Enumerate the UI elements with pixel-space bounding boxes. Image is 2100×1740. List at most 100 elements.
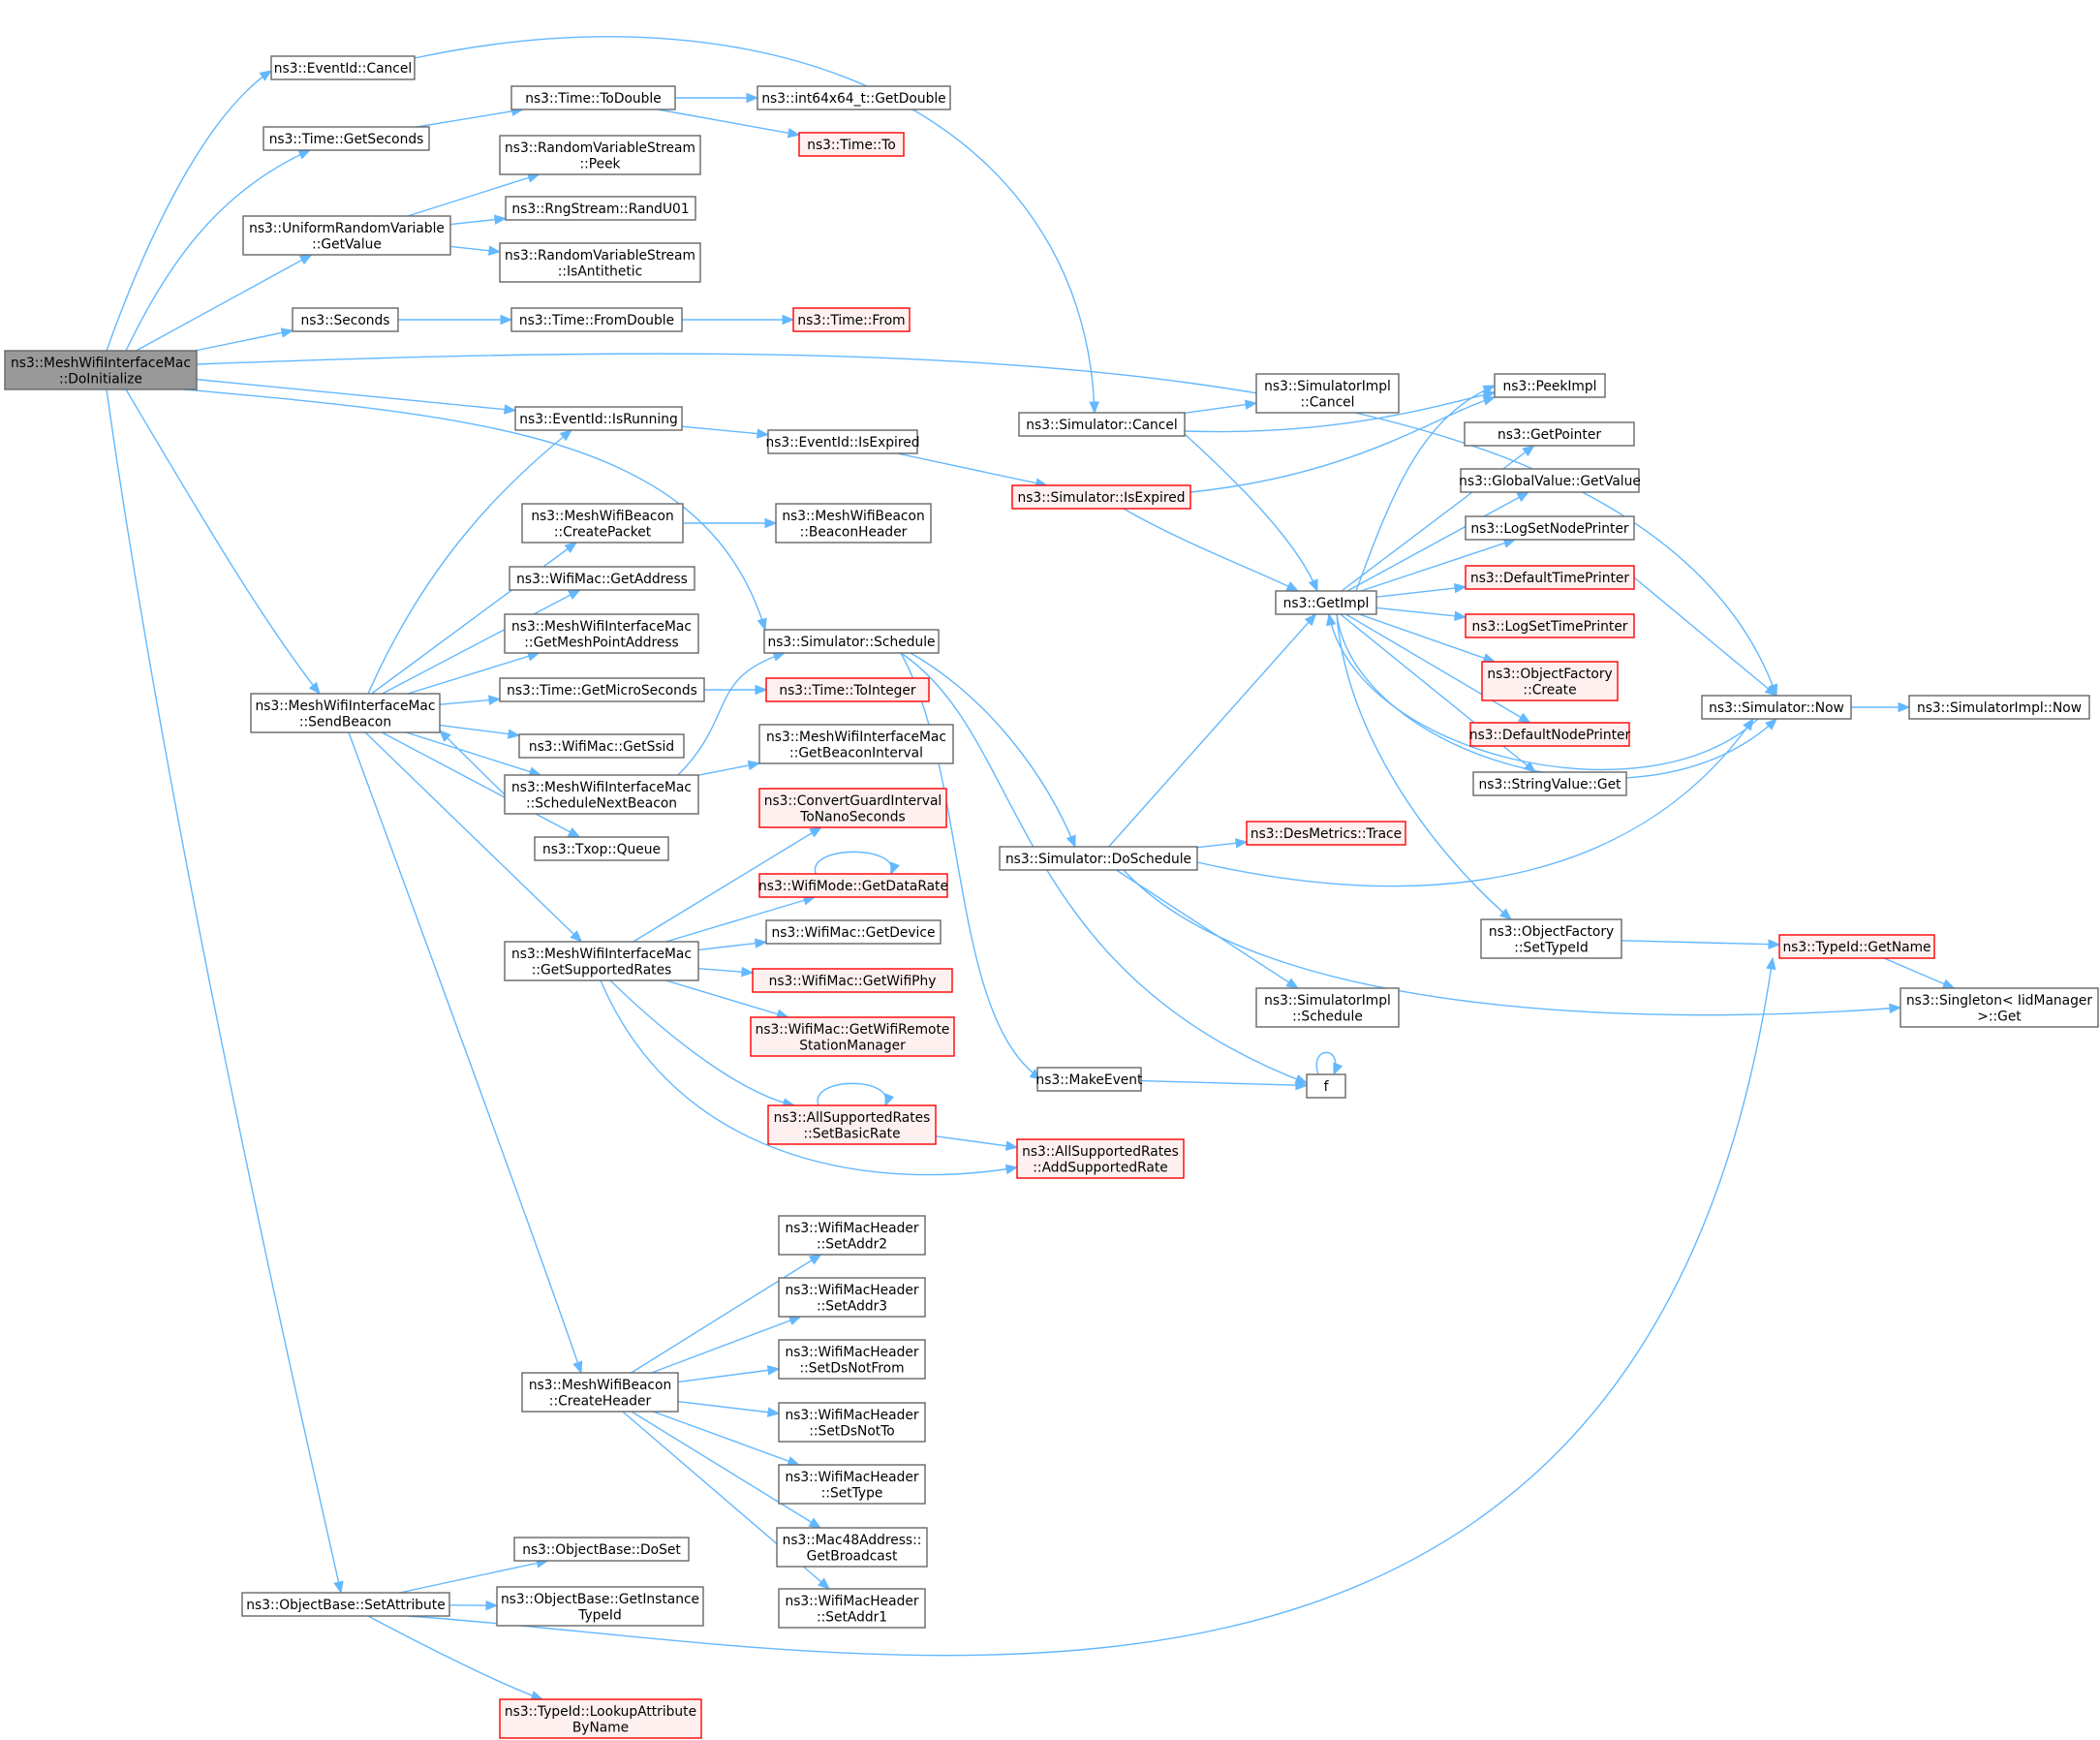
node-gvgetvalue[interactable]: ns3::GlobalValue::GetValue [1459, 468, 1641, 493]
edge-schedulenextbeacon-to-sendbeacon-arrowhead [439, 730, 451, 742]
node-ofcreate[interactable]: ns3::ObjectFactory::Create [1481, 661, 1619, 701]
edge-getimpl-to-peekimpl-arrowhead [1482, 385, 1497, 395]
node-getmicroseconds[interactable]: ns3::Time::GetMicroSeconds [499, 677, 705, 702]
node-simschedule[interactable]: ns3::Simulator::Schedule [763, 629, 940, 654]
node-f-box [1306, 1073, 1346, 1099]
node-settype[interactable]: ns3::WifiMacHeader::SetType [778, 1464, 926, 1505]
edge-todouble-to-timeto-line [658, 109, 800, 136]
node-makeevent[interactable]: ns3::MakeEvent [1036, 1067, 1143, 1092]
node-simimplnow[interactable]: ns3::SimulatorImpl::Now [1908, 695, 2090, 720]
node-createpacket-label-0: ns3::MeshWifiBeacon [531, 509, 673, 524]
edge-f-to-f-line [1315, 1051, 1337, 1075]
edge-getsupportedrates-to-getwifiphy [697, 966, 755, 978]
node-peek[interactable]: ns3::RandomVariableStream::Peek [499, 135, 701, 175]
edge-simschedule-to-simdoschedule-line [910, 652, 1076, 848]
node-addsupportedrate[interactable]: ns3::AllSupportedRates::AddSupportedRate [1016, 1138, 1185, 1179]
node-simnow[interactable]: ns3::Simulator::Now [1701, 695, 1852, 720]
edge-createheader-to-setdsnotto [677, 1400, 781, 1417]
node-setaddr2[interactable]: ns3::WifiMacHeader::SetAddr2 [778, 1215, 926, 1256]
node-getbroadcast[interactable]: ns3::Mac48Address::GetBroadcast [776, 1527, 928, 1568]
node-deftimeprinter[interactable]: ns3::DefaultTimePrinter [1465, 565, 1635, 590]
node-todouble[interactable]: ns3::Time::ToDouble [510, 85, 676, 110]
node-getimpl[interactable]: ns3::GetImpl [1275, 590, 1377, 615]
node-peekimpl[interactable]: ns3::PeekImpl [1494, 373, 1606, 398]
node-simnow-label-0: ns3::Simulator::Now [1709, 700, 1844, 716]
node-getwifirsm[interactable]: ns3::WifiMac::GetWifiRemoteStationManage… [750, 1016, 955, 1057]
node-getaddress[interactable]: ns3::WifiMac::GetAddress [509, 566, 695, 591]
node-singletonget[interactable]: ns3::Singleton< IidManager>::Get [1899, 987, 2099, 1028]
edge-getimpl-to-ofsettypeid-arrowhead [1498, 908, 1512, 920]
node-setdsnotto[interactable]: ns3::WifiMacHeader::SetDsNotTo [778, 1402, 926, 1443]
node-getmicroseconds-box [499, 677, 705, 702]
node-logsettimeprinter[interactable]: ns3::LogSetTimePrinter [1465, 613, 1635, 638]
node-createheader[interactable]: ns3::MeshWifiBeacon::CreateHeader [521, 1372, 679, 1413]
node-f[interactable]: f [1306, 1073, 1346, 1099]
node-setdsnotfrom[interactable]: ns3::WifiMacHeader::SetDsNotFrom [778, 1339, 926, 1380]
edge-getimpl-to-ofsettypeid-line [1336, 613, 1512, 920]
node-beaconheader[interactable]: ns3::MeshWifiBeacon::BeaconHeader [775, 503, 932, 544]
node-simcancel[interactable]: ns3::Simulator::Cancel [1018, 412, 1186, 437]
node-getbeaconinterval[interactable]: ns3::MeshWifiInterfaceMac::GetBeaconInte… [758, 724, 954, 764]
node-tointeger[interactable]: ns3::Time::ToInteger [765, 677, 930, 702]
node-setbasicrate[interactable]: ns3::AllSupportedRates::SetBasicRate [767, 1104, 937, 1145]
node-svget[interactable]: ns3::StringValue::Get [1472, 771, 1627, 796]
node-settype-label-0: ns3::WifiMacHeader [785, 1470, 918, 1485]
node-typeidgetname[interactable]: ns3::TypeId::GetName [1778, 934, 1935, 959]
node-randu01[interactable]: ns3::RngStream::RandU01 [505, 196, 696, 221]
node-simimplschedule[interactable]: ns3::SimulatorImpl::Schedule [1255, 987, 1400, 1028]
node-createpacket-label-1: ::CreatePacket [554, 524, 652, 540]
node-getdevice-box [765, 919, 942, 945]
node-ofsettypeid[interactable]: ns3::ObjectFactory::SetTypeId [1480, 918, 1622, 959]
node-setattribute[interactable]: ns3::ObjectBase::SetAttribute [241, 1592, 450, 1617]
node-simisexpired[interactable]: ns3::Simulator::IsExpired [1011, 484, 1191, 510]
node-getpointer[interactable]: ns3::GetPointer [1464, 421, 1635, 447]
node-setaddr3-label-1: ::SetAddr3 [817, 1298, 887, 1314]
edge-createheader-to-setaddr2 [631, 1254, 822, 1374]
node-getdouble[interactable]: ns3::int64x64_t::GetDouble [757, 85, 951, 110]
node-getmeshpointaddress[interactable]: ns3::MeshWifiInterfaceMac::GetMeshPointA… [504, 613, 699, 654]
node-isantithetic[interactable]: ns3::RandomVariableStream::IsAntithetic [499, 242, 701, 283]
node-fromdouble[interactable]: ns3::Time::FromDouble [510, 307, 683, 332]
node-sendbeacon[interactable]: ns3::MeshWifiInterfaceMac::SendBeacon [250, 693, 441, 733]
node-getssid[interactable]: ns3::WifiMac::GetSsid [518, 733, 685, 759]
node-getssid-box [518, 733, 685, 759]
node-schedulenextbeacon[interactable]: ns3::MeshWifiInterfaceMac::ScheduleNextB… [504, 774, 699, 815]
node-isexpiredev[interactable]: ns3::EventId::IsExpired [765, 429, 920, 454]
node-getwifiphy[interactable]: ns3::WifiMac::GetWifiPhy [752, 968, 953, 993]
node-timeto[interactable]: ns3::Time::To [798, 132, 905, 157]
edge-getimpl-to-logsettimeprinter-line [1375, 606, 1467, 618]
node-seconds[interactable]: ns3::Seconds [292, 307, 399, 332]
node-urvgetvalue[interactable]: ns3::UniformRandomVariable::GetValue [242, 215, 451, 256]
node-logsetnodeprinter[interactable]: ns3::LogSetNodePrinter [1465, 515, 1635, 541]
edge-createheader-to-setaddr3-line [651, 1316, 801, 1374]
node-isrunning[interactable]: ns3::EventId::IsRunning [514, 406, 683, 431]
edge-simdoschedule-to-simimplschedule-line [1116, 869, 1299, 989]
edge-simcancel-to-simimplcancel-arrowhead [1244, 399, 1258, 410]
node-simdoschedule[interactable]: ns3::Simulator::DoSchedule [999, 846, 1198, 871]
node-getsupportedrates[interactable]: ns3::MeshWifiInterfaceMac::GetSupportedR… [504, 941, 699, 981]
node-eventcancel[interactable]: ns3::EventId::Cancel [270, 55, 416, 80]
node-dosetobj[interactable]: ns3::ObjectBase::DoSet [513, 1537, 690, 1562]
node-desmetricstrace[interactable]: ns3::DesMetrics::Trace [1246, 821, 1406, 846]
node-txopqueue[interactable]: ns3::Txop::Queue [534, 836, 669, 861]
node-setaddr1[interactable]: ns3::WifiMacHeader::SetAddr1 [778, 1588, 926, 1629]
node-simimplcancel[interactable]: ns3::SimulatorImpl::Cancel [1255, 373, 1400, 414]
edge-simisexpired-to-peekimpl [1189, 395, 1497, 493]
edge-sendbeacon-to-getaddress-line [382, 589, 580, 695]
edge-createheader-to-setaddr2-arrowhead [808, 1254, 822, 1265]
node-defnodeprinter[interactable]: ns3::DefaultNodePrinter [1469, 722, 1631, 747]
node-getdevice[interactable]: ns3::WifiMac::GetDevice [765, 919, 942, 945]
node-setdsnotfrom-label-1: ::SetDsNotFrom [799, 1360, 904, 1376]
node-getseconds[interactable]: ns3::Time::GetSeconds [262, 126, 430, 151]
node-getdatarate[interactable]: ns3::WifiMode::GetDataRate [758, 873, 948, 898]
node-setaddr3[interactable]: ns3::WifiMacHeader::SetAddr3 [778, 1277, 926, 1318]
edge-getseconds-to-todouble [417, 106, 524, 128]
node-getsupportedrates-box [504, 941, 699, 981]
node-createpacket[interactable]: ns3::MeshWifiBeacon::CreatePacket [521, 503, 684, 544]
node-gvgetvalue-label-0: ns3::GlobalValue::GetValue [1459, 474, 1641, 489]
node-getdevice-label-0: ns3::WifiMac::GetDevice [772, 925, 936, 941]
node-timefrom[interactable]: ns3::Time::From [792, 307, 911, 332]
